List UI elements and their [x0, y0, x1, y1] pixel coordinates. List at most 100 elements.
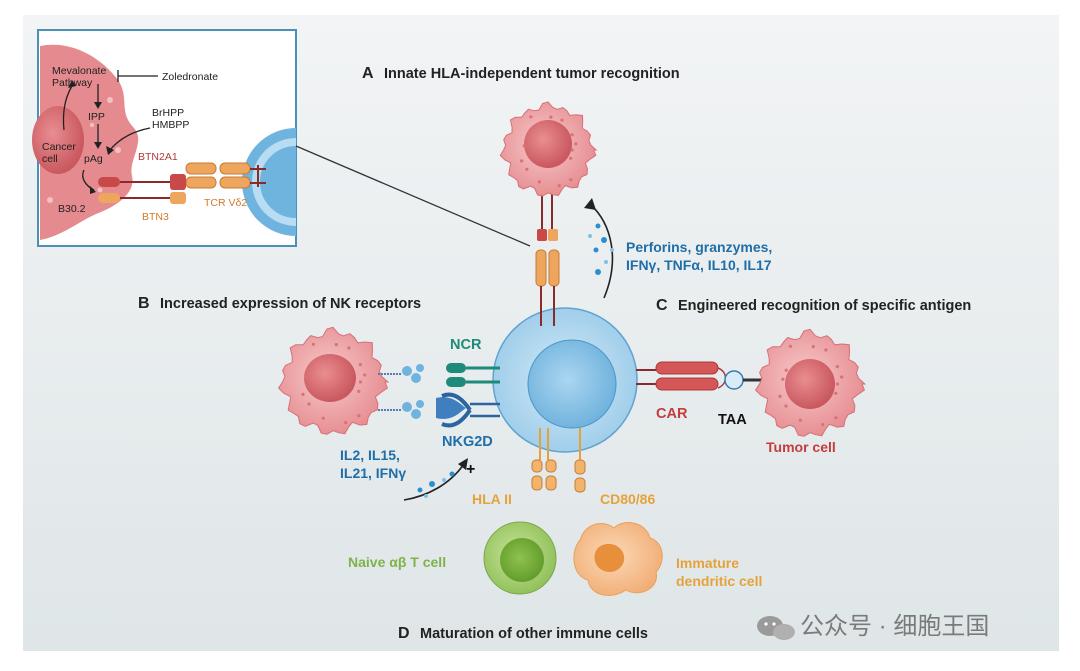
section-b-letter: B: [138, 295, 150, 312]
inset-btn3: BTN3: [142, 211, 169, 223]
tumor-speckle: [522, 144, 526, 148]
watermark: 公众号 · 细胞王国: [757, 613, 989, 640]
inset-b302: B30.2: [58, 203, 86, 215]
tumor-speckle: [798, 418, 802, 422]
inset-pag: pAg: [84, 153, 103, 165]
inset-mevalonate-line2: Pathway: [52, 77, 93, 89]
tumor-speckle: [778, 394, 782, 398]
section-a-letter: A: [362, 65, 374, 82]
label-nkg2d: NKG2D: [442, 434, 493, 450]
section-b-title: Increased expression of NK receptors: [160, 296, 421, 312]
tumor-speckle: [520, 159, 524, 163]
label-cd80-86: CD80/86: [600, 491, 655, 507]
label-car: CAR: [656, 406, 688, 422]
label-il-line2: IL21, IFNγ: [340, 465, 406, 481]
tumor-speckle: [549, 115, 553, 119]
inset-cancer-line1: Cancer: [42, 141, 76, 153]
inset-hmbpp: HMBPP: [152, 119, 189, 131]
tumor-speckle: [347, 346, 351, 350]
tumor-speckle: [358, 380, 363, 384]
tumor-speckle: [784, 404, 788, 408]
section-d-letter: D: [398, 625, 410, 642]
label-taa: TAA: [718, 412, 747, 428]
tumor-speckle: [363, 373, 367, 377]
inset-btn2a1: BTN2A1: [138, 151, 178, 163]
watermark-text: 公众号 · 细胞王国: [800, 613, 989, 640]
tumor-speckle: [834, 416, 838, 420]
tumor-speckle: [357, 389, 361, 393]
car-receptor: [636, 361, 766, 391]
label-hla-ii: HLA II: [472, 491, 512, 507]
label-il-line1: IL2, IL15,: [340, 447, 400, 463]
section-a-title: Innate HLA-independent tumor recognition: [384, 66, 680, 82]
inset-zoledronate: Zoledronate: [162, 71, 218, 83]
tumor-speckle: [569, 156, 573, 160]
tumor-speckle: [570, 148, 574, 152]
tumor-speckle: [569, 178, 573, 182]
tumor-speckle: [840, 375, 844, 379]
inset-tcr: TCR Vδ2: [204, 197, 247, 209]
tumor-speckle: [311, 342, 315, 346]
inset-mevalonate-line1: Mevalonate: [52, 65, 106, 77]
tumor-speckle: [824, 348, 828, 352]
tumor-speckle: [821, 423, 825, 427]
tumor-speckle: [537, 180, 542, 184]
label-tumor-cell: Tumor cell: [766, 439, 836, 455]
tumor-speckle: [307, 402, 311, 406]
inset-panel: [32, 29, 297, 247]
tumor-speckle: [344, 421, 348, 425]
tumor-speckle: [811, 345, 815, 349]
inset-ipp: IPP: [88, 111, 105, 123]
gamma-delta-t-cell: [492, 307, 638, 453]
inset-cancer-line2: cell: [42, 153, 58, 165]
tumor-speckle: [304, 375, 308, 379]
tumor-speckle: [529, 115, 533, 119]
tumor-speckle: [525, 167, 529, 171]
section-c-letter: C: [656, 297, 668, 314]
tumor-cell-left: [277, 326, 390, 435]
inset-connector-line: [295, 145, 531, 247]
tumor-speckle: [357, 414, 361, 418]
tumor-speckle: [557, 184, 561, 188]
tumor-cell-top: [499, 101, 598, 197]
tumor-speckle: [788, 344, 793, 348]
tumor-speckle: [301, 392, 305, 396]
tumor-speckle: [835, 365, 840, 369]
inset-nucleus: [32, 106, 84, 174]
section-c-title: Engineered recognition of specific antig…: [678, 298, 971, 314]
label-ncr: NCR: [450, 337, 482, 353]
tumor-speckle: [321, 416, 325, 420]
tumor-speckle: [570, 133, 574, 137]
inset-cancer-cell: [40, 44, 139, 240]
tumor-speckle: [358, 363, 362, 367]
inset-brhpp: BrHPP: [152, 107, 184, 119]
section-d-title: Maturation of other immune cells: [420, 626, 648, 642]
cytokine-release-arrow: [584, 198, 614, 299]
nkg2d-receptor: [378, 392, 500, 428]
label-immature-line2: dendritic cell: [676, 573, 762, 589]
naive-ab-t-cell: [483, 521, 557, 595]
tumor-speckle: [834, 391, 838, 395]
hla-ii-molecule: [531, 428, 557, 491]
tumor-speckle: [525, 136, 529, 140]
tumor-speckle: [307, 366, 311, 370]
label-naive-t-cell: Naive αβ T cell: [348, 554, 446, 570]
inset-tcell-edge: [242, 128, 296, 236]
label-cytokines-line2: IFNγ, TNFα, IL10, IL17: [626, 257, 772, 273]
label-plus: +: [466, 461, 475, 478]
cytokine-stimulation-arrow: [403, 458, 468, 501]
label-cytokines-line1: Perforins, granzymes,: [626, 239, 772, 255]
tumor-speckle: [781, 377, 785, 381]
tumor-speckle: [835, 382, 840, 386]
immature-dendritic-cell: [573, 522, 663, 596]
cd80-86-molecule: [574, 428, 586, 493]
ncr-receptor: [378, 363, 500, 387]
tumor-speckle: [574, 142, 578, 146]
tumor-speckle: [784, 368, 788, 372]
tumor-speckle: [334, 343, 338, 347]
tcr-receptor: [535, 190, 560, 326]
tumor-cell-right: [754, 328, 867, 437]
label-immature-line1: Immature: [676, 555, 739, 571]
